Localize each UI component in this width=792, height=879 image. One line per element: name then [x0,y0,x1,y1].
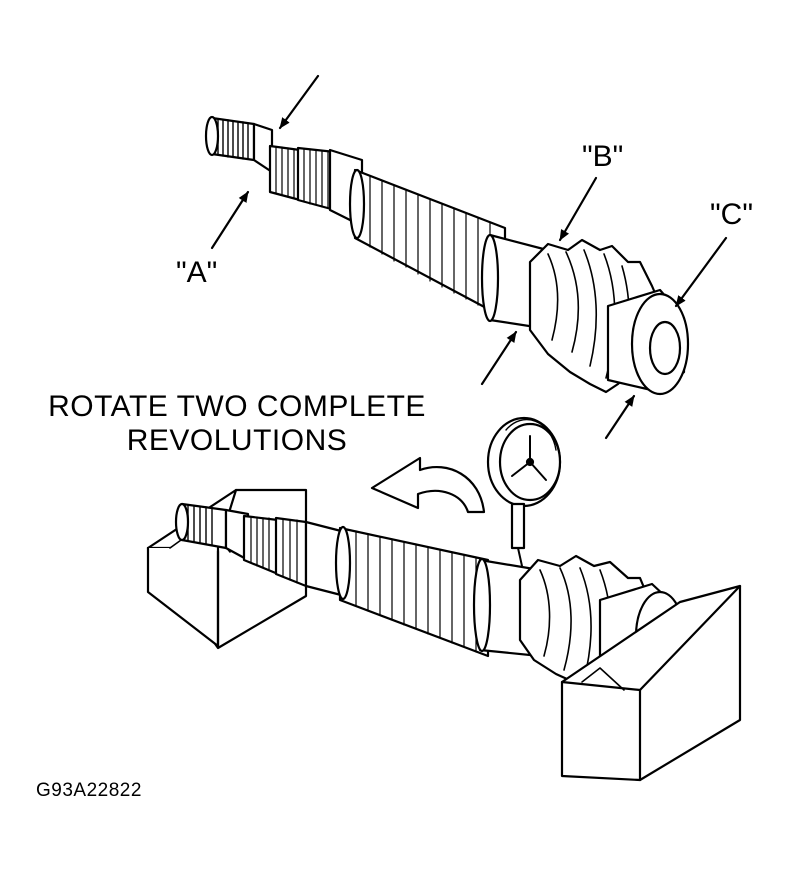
arrow-a-lower [210,190,250,250]
arrow-a-upper [278,74,320,130]
instruction-line-1: ROTATE TWO COMPLETE [48,390,426,423]
top-small-splines [268,144,337,212]
label-a: "A" [176,256,218,289]
label-c: "C" [710,198,753,231]
top-long-spline [348,168,507,320]
top-threaded-end [204,115,256,162]
instruction-text: ROTATE TWO COMPLETE REVOLUTIONS [0,390,474,458]
rotation-arrow [370,456,486,514]
arrow-c-lower [604,394,636,440]
instruction-line-2: REVOLUTIONS [126,424,348,457]
arrow-c-upper [674,236,728,308]
figure-id: G93A22822 [36,780,142,801]
arrow-b-upper [558,176,598,242]
dial-indicator [486,416,562,567]
callout-arrows [210,74,728,440]
label-b: "B" [582,140,624,173]
arrow-b-lower [480,330,518,386]
top-shaft [204,115,690,396]
right-v-block [560,584,742,782]
top-pilot-end [606,288,690,396]
